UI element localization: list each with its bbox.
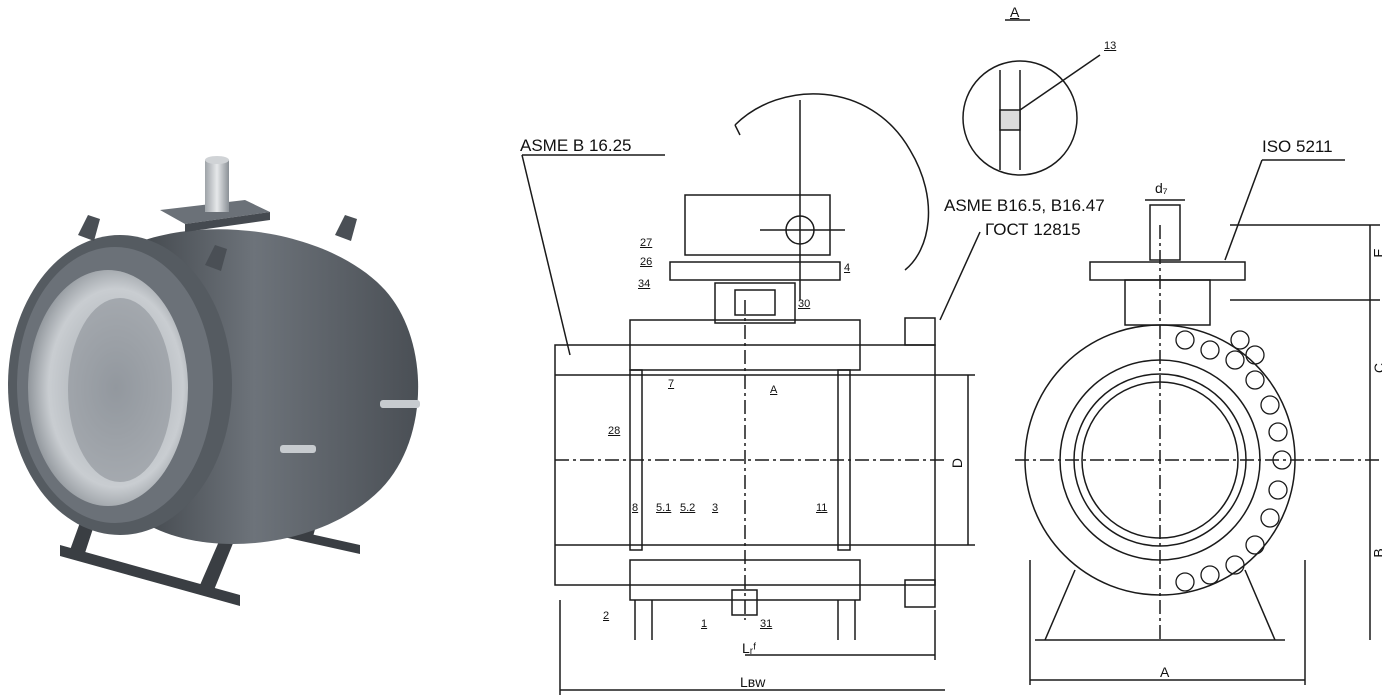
- label-asme-b165: ASME B16.5, B16.47: [944, 196, 1105, 215]
- dim-d7: d₇: [1155, 180, 1168, 196]
- callout-13: 13: [1104, 40, 1117, 52]
- callout-34: 34: [638, 278, 651, 290]
- dim-E: E: [1371, 248, 1382, 257]
- callout-11: 11: [816, 502, 828, 514]
- bolt-holes: [1175, 330, 1292, 592]
- callout-A: A: [770, 384, 778, 396]
- callout-5-2: 5.2: [680, 502, 696, 514]
- dim-lbw: Lʙᴡ: [740, 674, 766, 690]
- vent-plug: [280, 400, 420, 453]
- valve-3d-render: [8, 156, 420, 606]
- callout-1: 1: [701, 618, 708, 630]
- stem: [205, 160, 229, 212]
- section-label: A: [1010, 4, 1020, 20]
- callout-5-1: 5.1: [656, 502, 672, 514]
- callout-7: 7: [668, 378, 675, 390]
- label-iso: ISO 5211: [1262, 137, 1333, 156]
- handwheel-arc: [734, 93, 930, 271]
- gearbox: [684, 194, 831, 256]
- callout-30: 30: [798, 298, 811, 310]
- callout-31: 31: [760, 618, 773, 630]
- callout-27: 27: [640, 237, 653, 249]
- dim-C: C: [1371, 363, 1382, 373]
- callout-28: 28: [608, 425, 621, 437]
- callout-3: 3: [712, 502, 719, 514]
- dim-B: B: [1371, 548, 1382, 557]
- dim-D: D: [949, 457, 966, 469]
- callout-4: 4: [844, 262, 851, 274]
- lifting-lug: [78, 215, 100, 241]
- label-asme-b1625: ASME B 16.25: [520, 136, 632, 155]
- callout-8: 8: [632, 502, 639, 514]
- detail-circle-A: [962, 60, 1078, 176]
- dim-lrf: Lᵣᶠ: [742, 640, 757, 656]
- label-gost: ГОСТ 12815: [985, 220, 1081, 239]
- callout-2: 2: [603, 610, 610, 622]
- dim-A: A: [1160, 664, 1170, 680]
- callout-26: 26: [640, 256, 653, 268]
